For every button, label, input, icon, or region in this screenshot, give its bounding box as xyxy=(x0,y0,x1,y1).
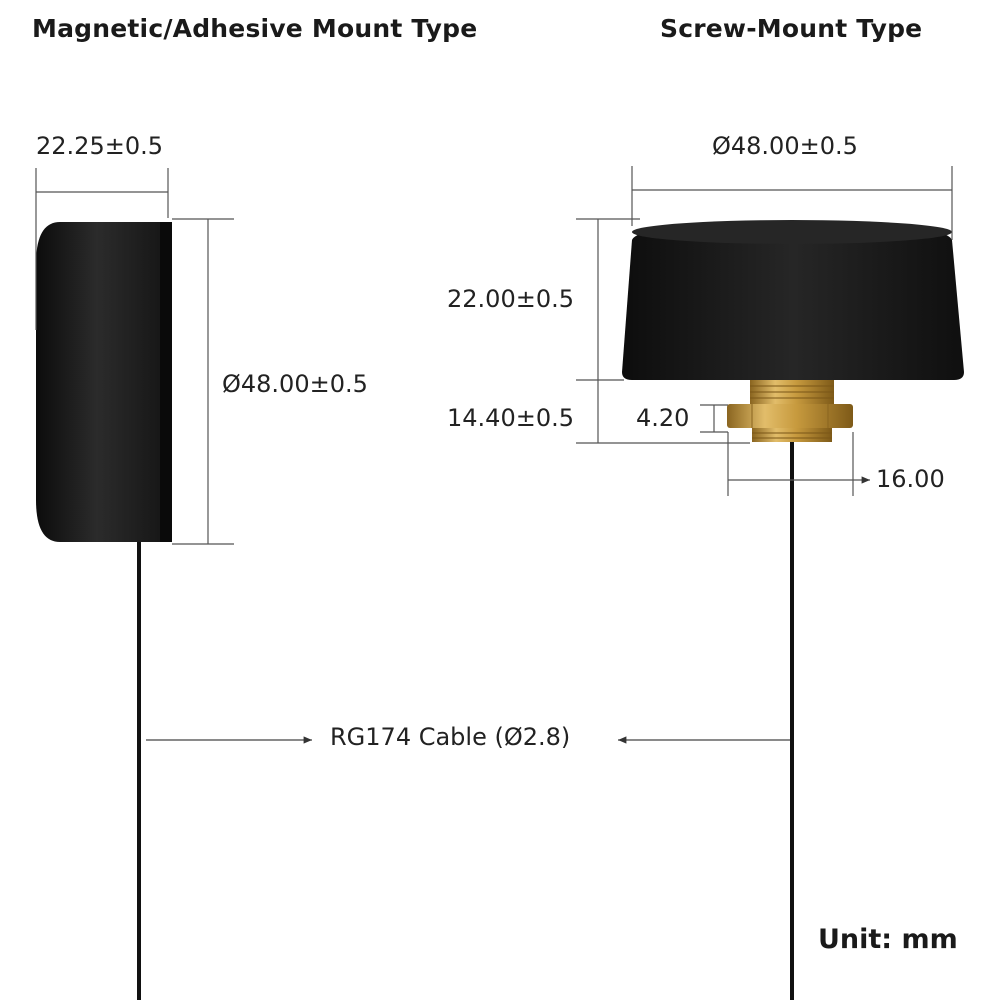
right-housing-top xyxy=(632,220,952,244)
nut-height-label: 4.20 xyxy=(636,404,690,432)
thread-width-label: 16.00 xyxy=(876,465,945,493)
left-housing xyxy=(36,222,172,542)
unit-label: Unit: mm xyxy=(818,924,958,955)
thread-ridges-lower xyxy=(752,432,832,439)
right-diameter-label: Ø48.00±0.5 xyxy=(712,132,858,160)
hex-nut xyxy=(727,404,853,428)
magnetic-antenna-side-view xyxy=(36,222,172,1000)
left-title: Magnetic/Adhesive Mount Type xyxy=(32,14,478,43)
cable-label: RG174 Cable (Ø2.8) xyxy=(330,723,571,751)
right-housing xyxy=(622,222,964,380)
left-housing-edge xyxy=(160,222,172,542)
thread-height-label: 14.40±0.5 xyxy=(447,404,574,432)
left-diameter-label: Ø48.00±0.5 xyxy=(222,370,368,398)
right-height-label: 22.00±0.5 xyxy=(447,285,574,313)
thread-ridges-upper xyxy=(750,385,834,399)
right-dimension-lines xyxy=(576,166,953,496)
left-thickness-label: 22.25±0.5 xyxy=(36,132,163,160)
right-title: Screw-Mount Type xyxy=(660,14,923,43)
left-dimension-lines xyxy=(35,168,234,545)
screw-antenna-view xyxy=(622,220,964,1000)
thread-lower xyxy=(752,428,832,442)
